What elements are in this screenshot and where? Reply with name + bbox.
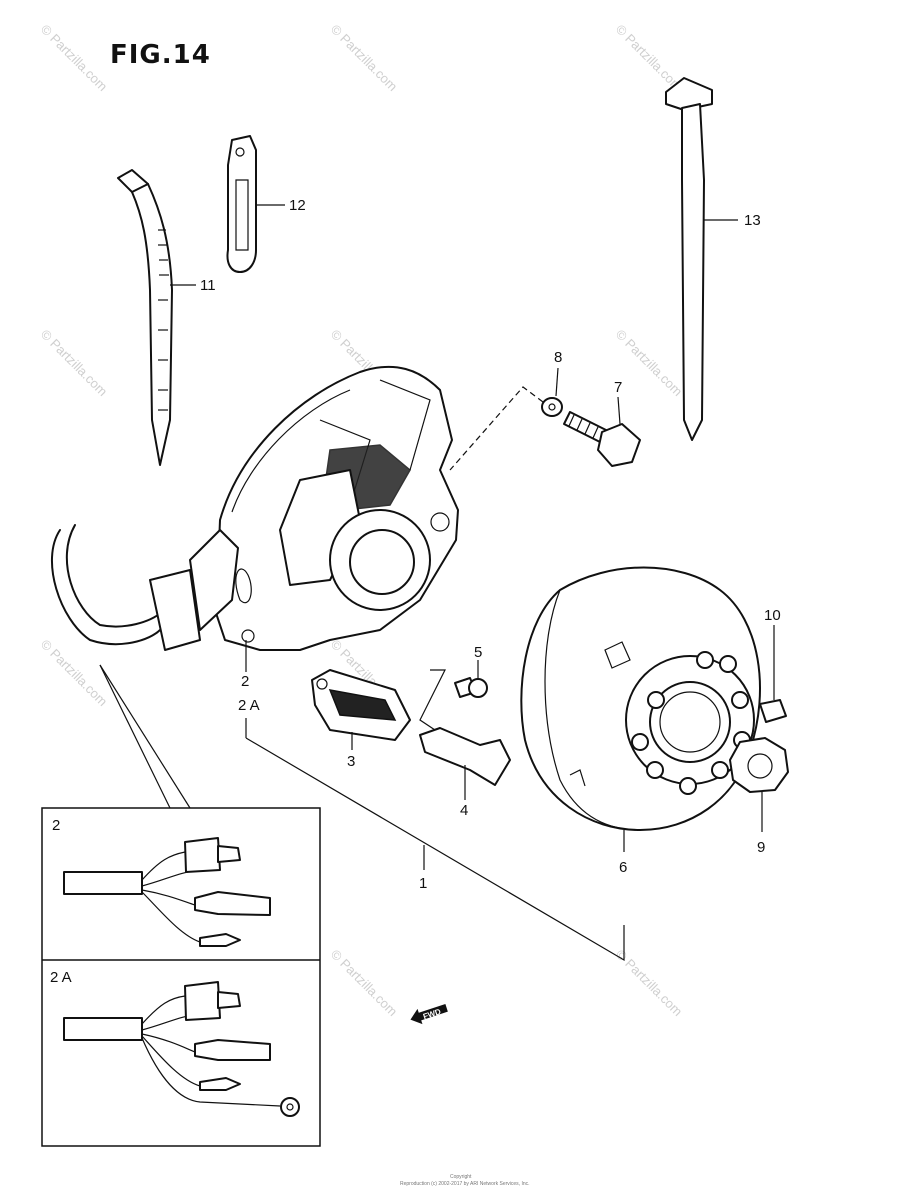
callout-3: 3 [347,753,355,770]
callout-8: 8 [554,349,562,366]
stator-assembly [214,365,459,651]
callout-13: 13 [744,212,761,229]
inset-2a-harness [63,981,300,1117]
callout-6: 6 [619,859,627,876]
callout-2: 2 [241,673,249,690]
callout-12: 12 [289,197,306,214]
callout-2a: 2 A [238,697,260,714]
part-12-clamp [226,135,285,273]
inset-label-2a: 2 A [50,969,72,986]
callout-9: 9 [757,839,765,856]
part-7-bolt [563,396,641,467]
fwd-direction-marker: FWD [410,1004,448,1025]
detail-inset: 2 2 A [41,807,321,1147]
part-5-screw [454,660,488,698]
part-4-pickup [419,669,511,800]
stator-lead-wire [51,524,239,651]
footer-line-1: Copyright [450,1174,472,1180]
part-11-cable-tie [117,169,196,466]
part-13-cable-tie [665,77,738,441]
callout-11: 11 [200,277,216,294]
watermark: © Partzilla.com [613,22,686,95]
watermark: © Partzilla.com [38,637,111,710]
callout-7: 7 [614,379,622,396]
inset-2-harness [63,837,271,947]
callout-4: 4 [460,802,468,819]
watermark: © Partzilla.com [38,327,111,400]
watermark: © Partzilla.com [38,22,111,95]
part-3-pulser-coil [311,669,411,750]
part-10-key [759,625,787,723]
assembly-bracket [245,640,625,962]
callout-1: 1 [419,875,427,892]
figure-title: FIG.14 [110,40,211,70]
callout-10: 10 [764,607,781,624]
callout-5: 5 [474,644,482,661]
fwd-text: FWD [422,1007,442,1021]
watermark: © Partzilla.com [328,22,401,95]
watermark: © Partzilla.com [613,327,686,400]
inset-label-2: 2 [52,817,60,834]
inset-leader [99,664,191,809]
footer-line-2: Reproduction (c) 2002-2017 by ARI Networ… [400,1181,530,1187]
part-8-washer [449,367,563,471]
part-6-rotor [520,566,761,852]
watermark: © Partzilla.com [328,947,401,1020]
part-9-nut [729,737,789,832]
